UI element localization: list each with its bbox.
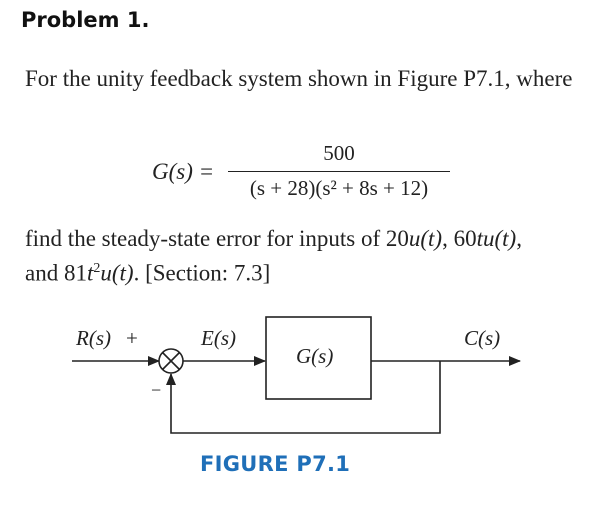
fraction-bar [228,171,450,172]
feedback-path [166,361,441,434]
question-part1: find the steady-state error for inputs o… [25,226,409,251]
output-label: C(s) [464,326,501,350]
summing-junction [158,348,184,374]
error-label: E(s) [201,326,236,350]
equation-denominator: (s + 28)(s² + 8s + 12) [249,176,429,200]
minus-sign: − [151,380,162,400]
question-text: find the steady-state error for inputs o… [25,224,585,289]
plant-block [265,316,372,400]
figure-caption: FIGURE P7.1 [200,452,351,476]
equation-numerator: 500 [323,141,355,165]
input-step: u(t) [408,226,443,251]
input-parabola-base: t [86,260,94,286]
question-part2: and 81 [25,260,87,286]
question-part3: . [Section: 7.3] [133,260,271,286]
intro-text: For the unity feedback system shown in F… [25,66,573,91]
equation-lhs: G(s) = [152,159,215,184]
input-ramp: tu(t) [476,226,517,251]
input-label: R(s) [76,326,111,350]
question-sep2: , [516,226,522,251]
input-parabola-fn: u(t) [100,260,134,286]
block-label: G(s) [296,344,334,368]
input-parabola-exp: 2 [93,261,101,276]
plus-sign: + [126,326,138,350]
problem-heading: Problem 1. [21,8,150,32]
question-sep1: , 60 [442,226,477,251]
